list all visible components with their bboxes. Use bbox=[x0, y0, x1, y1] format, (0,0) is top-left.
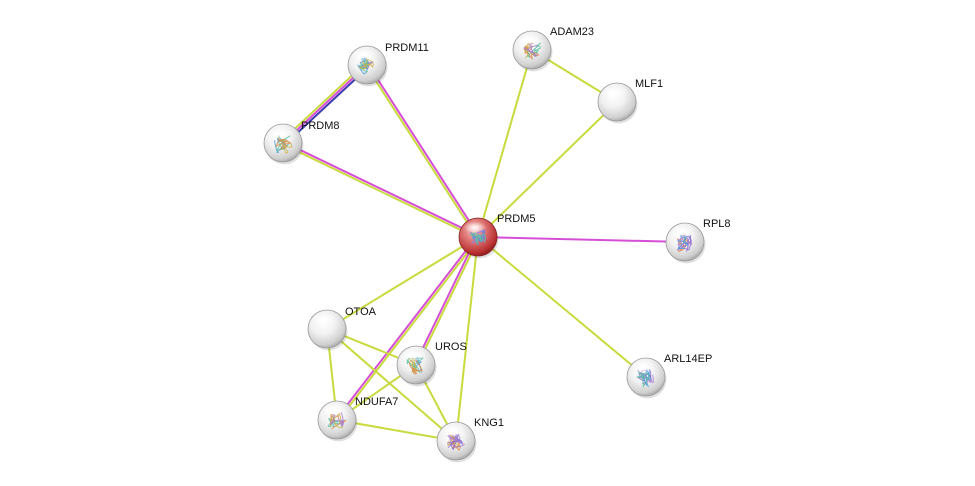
edge-line-coexpression bbox=[326, 236, 479, 330]
node-prdm11[interactable]: PRDM11 bbox=[347, 42, 429, 87]
node-label-otoa: OTOA bbox=[345, 306, 377, 318]
edge-line-experimental bbox=[282, 140, 480, 237]
edge-ndufa7-kng1[interactable] bbox=[336, 419, 457, 442]
edge-line-coexpression bbox=[477, 49, 533, 238]
edge-kng1-prdm5[interactable] bbox=[455, 236, 479, 442]
edge-line-experimental bbox=[335, 235, 479, 421]
edge-line-coexpression bbox=[364, 64, 478, 239]
edge-line-coexpression bbox=[281, 143, 479, 240]
edge-line-coexpression bbox=[326, 328, 457, 442]
protein-structure-icon bbox=[327, 412, 347, 430]
edge-prdm8-prdm5[interactable] bbox=[281, 140, 480, 240]
protein-structure-icon bbox=[406, 356, 425, 375]
node-prdm5[interactable]: PRDM5 bbox=[458, 213, 536, 259]
node-highlight bbox=[352, 49, 376, 62]
node-highlight bbox=[401, 349, 425, 362]
node-highlight bbox=[268, 127, 292, 140]
edge-line-coexpression bbox=[416, 236, 481, 367]
node-label-adam23: ADAM23 bbox=[550, 26, 594, 38]
edge-line-experimental bbox=[413, 235, 478, 366]
edge-line-experimental bbox=[477, 236, 686, 243]
edge-ndufa7-prdm5[interactable] bbox=[335, 235, 480, 422]
node-ndufa7[interactable]: NDUFA7 bbox=[317, 396, 398, 442]
edge-line-experimental bbox=[367, 63, 481, 238]
node-highlight bbox=[463, 221, 487, 234]
edge-rpl8-prdm5[interactable] bbox=[477, 236, 686, 243]
node-label-prdm5: PRDM5 bbox=[497, 213, 536, 225]
edge-otoa-prdm5[interactable] bbox=[326, 236, 479, 330]
node-uros[interactable]: UROS bbox=[396, 341, 467, 387]
node-arl14ep[interactable]: ARL14EP bbox=[626, 353, 712, 399]
node-label-prdm11: PRDM11 bbox=[385, 42, 429, 54]
edge-uros-prdm5[interactable] bbox=[413, 235, 481, 367]
node-highlight bbox=[517, 34, 541, 47]
node-mlf1[interactable]: MLF1 bbox=[597, 78, 663, 124]
node-label-rpl8: RPL8 bbox=[703, 218, 731, 230]
node-rpl8[interactable]: RPL8 bbox=[665, 218, 731, 264]
edge-mlf1-prdm5[interactable] bbox=[477, 101, 618, 238]
node-highlight bbox=[631, 361, 655, 374]
edge-line-coexpression bbox=[336, 236, 480, 422]
node-label-mlf1: MLF1 bbox=[635, 78, 663, 90]
node-label-ndufa7: NDUFA7 bbox=[355, 396, 398, 408]
protein-structure-icon bbox=[635, 368, 654, 388]
edge-line-coexpression bbox=[455, 236, 479, 442]
node-label-uros: UROS bbox=[435, 341, 467, 353]
edge-line-coexpression bbox=[477, 236, 647, 378]
node-prdm8[interactable]: PRDM8 bbox=[263, 120, 340, 165]
edge-prdm11-prdm5[interactable] bbox=[364, 63, 481, 239]
node-label-arl14ep: ARL14EP bbox=[664, 353, 712, 365]
node-adam23[interactable]: ADAM23 bbox=[512, 26, 594, 72]
node-label-prdm8: PRDM8 bbox=[301, 120, 340, 132]
node-highlight bbox=[441, 425, 465, 438]
node-label-kng1: KNG1 bbox=[474, 417, 504, 429]
node-highlight bbox=[322, 404, 346, 417]
node-highlight bbox=[312, 313, 336, 326]
node-kng1[interactable]: KNG1 bbox=[436, 417, 504, 463]
edge-otoa-kng1[interactable] bbox=[326, 328, 457, 442]
edge-line-coexpression bbox=[336, 419, 457, 442]
edge-line-coexpression bbox=[477, 101, 618, 238]
node-highlight bbox=[602, 86, 626, 99]
node-highlight bbox=[670, 226, 694, 239]
edge-arl14ep-prdm5[interactable] bbox=[477, 236, 647, 378]
edge-adam23-prdm5[interactable] bbox=[477, 49, 533, 238]
node-otoa[interactable]: OTOA bbox=[307, 306, 377, 351]
